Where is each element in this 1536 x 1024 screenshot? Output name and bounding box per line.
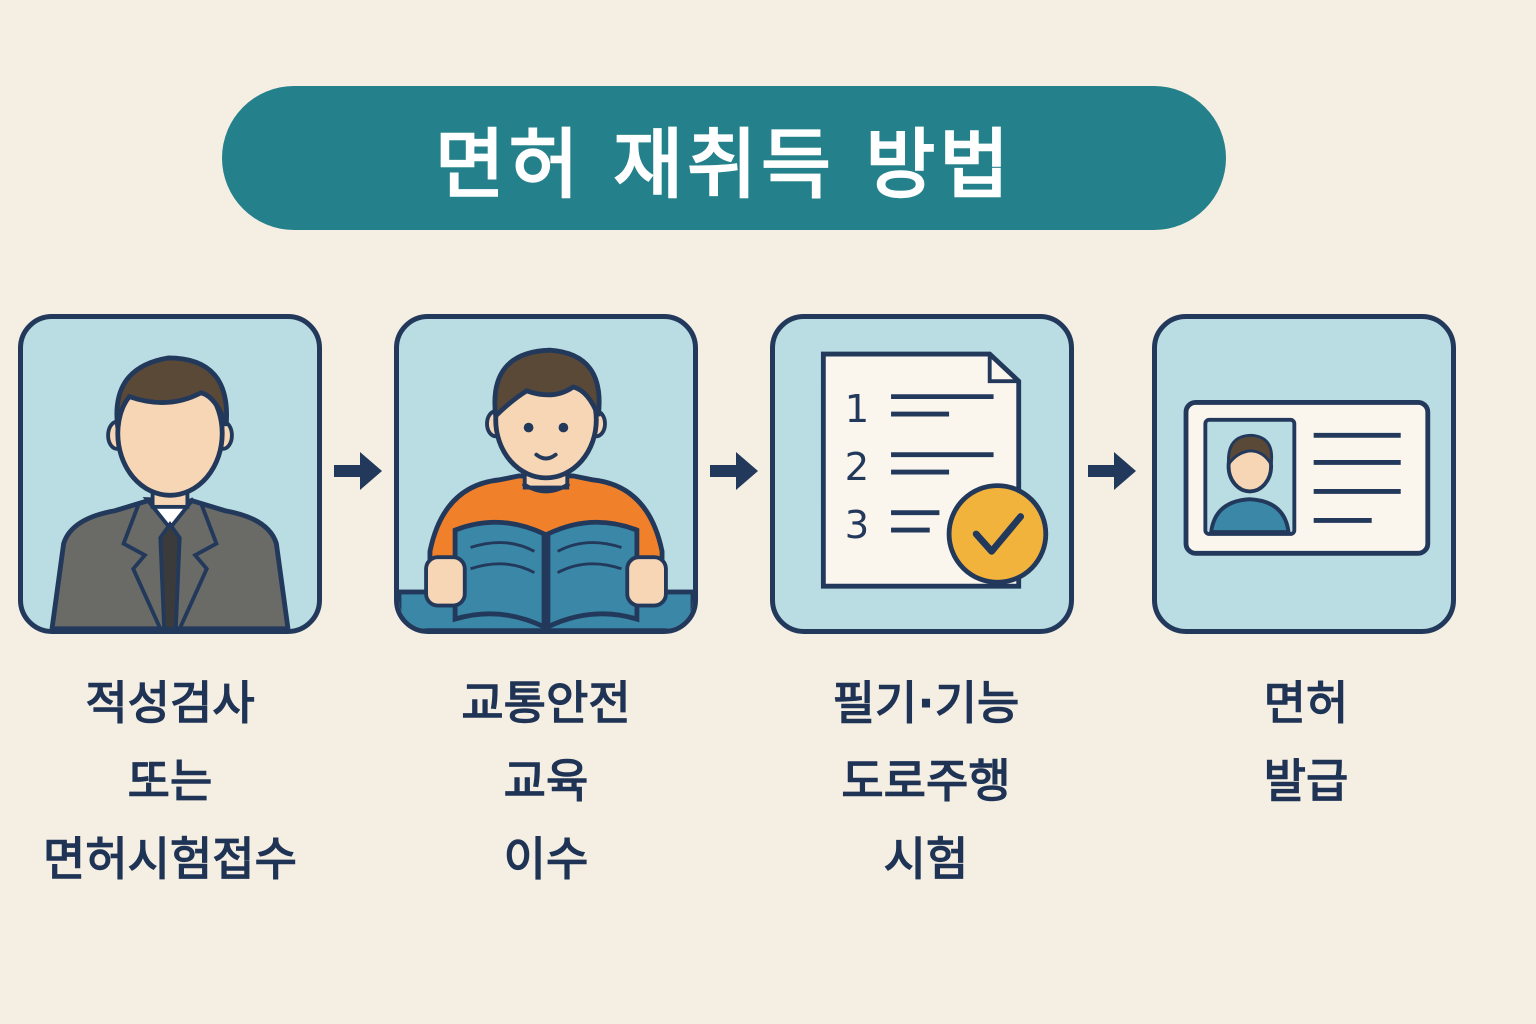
page-title: 면허 재취득 방법 <box>434 120 1014 209</box>
step-label-line: 또는 <box>127 754 213 808</box>
check-circle-icon <box>946 483 1049 585</box>
step-label-line: 도로주행 <box>841 754 1011 808</box>
arrow-right-icon <box>1088 452 1136 490</box>
checklist-number-3: 3 <box>845 503 870 548</box>
license-card-icon <box>1183 400 1431 556</box>
businessman-icon <box>49 355 291 629</box>
step-label-line: 적성검사 <box>85 676 255 730</box>
checklist-number-1: 1 <box>845 387 870 432</box>
step-label-line: 시험 <box>883 832 969 886</box>
step-label-line: 이수 <box>503 832 589 886</box>
test-checklist-icon: 1 2 3 <box>820 351 1049 589</box>
step-label-line: 필기·기능 <box>832 676 1020 730</box>
student-reading-book-icon <box>399 347 693 629</box>
arrow-right-icon <box>710 452 758 490</box>
step-card-written-driving-test: 1 2 3 <box>770 314 1074 634</box>
step-card-license-issue <box>1152 314 1456 634</box>
step-label-aptitude-test: 적성검사 또는 면허시험접수 <box>0 664 340 898</box>
step-label-traffic-education: 교통안전 교육 이수 <box>376 664 716 898</box>
step-card-aptitude-test <box>18 314 322 634</box>
step-label-line: 교통안전 <box>461 676 631 730</box>
step-label-written-driving-test: 필기·기능 도로주행 시험 <box>756 664 1096 898</box>
checklist-number-2: 2 <box>845 445 870 490</box>
step-card-traffic-education <box>394 314 698 634</box>
step-label-license-issue: 면허 발급 <box>1136 664 1476 820</box>
step-label-line: 발급 <box>1263 754 1349 808</box>
title-banner: 면허 재취득 방법 <box>222 86 1226 230</box>
step-label-line: 면허시험접수 <box>43 832 297 886</box>
step-label-line: 교육 <box>503 754 589 808</box>
arrow-right-icon <box>334 452 382 490</box>
step-label-line: 면허 <box>1263 676 1349 730</box>
